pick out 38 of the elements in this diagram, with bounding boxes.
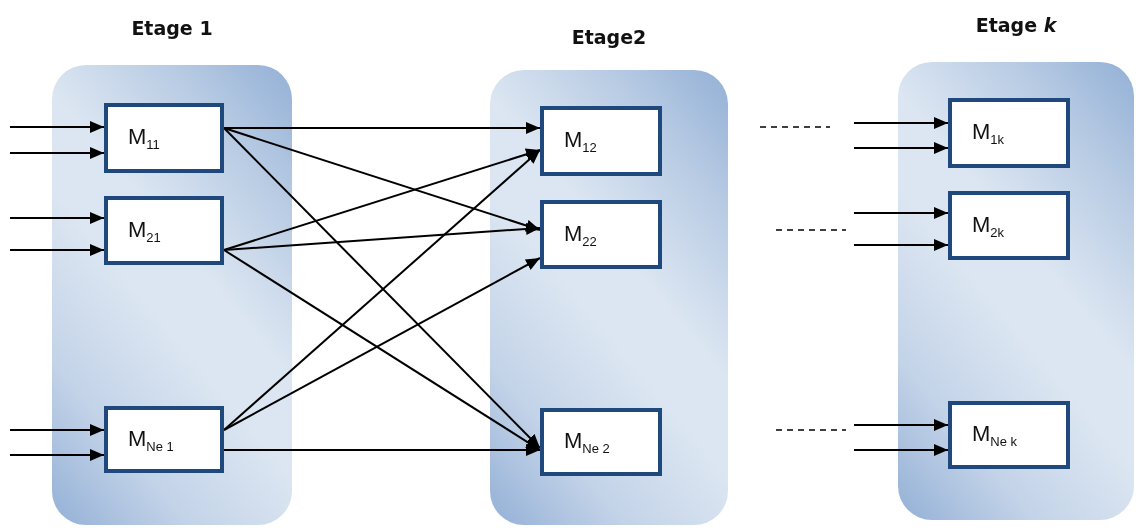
arrow — [853, 444, 949, 456]
module-box — [540, 408, 662, 476]
arrow — [9, 147, 105, 159]
arrow — [9, 449, 105, 461]
arrow — [9, 121, 105, 133]
module-box — [948, 98, 1070, 168]
module-box — [948, 401, 1070, 469]
arrow — [9, 244, 105, 256]
arrow — [9, 212, 105, 224]
module-label: M$_{Ne 2}$ — [564, 428, 610, 456]
arrow — [223, 148, 541, 251]
arrow — [223, 444, 541, 456]
arrow — [223, 122, 541, 134]
arrow — [853, 142, 949, 154]
module-label: M$_{2k}$ — [972, 211, 1005, 240]
arrow — [853, 419, 949, 431]
module-box — [104, 103, 224, 173]
module-label: M$_{11}$ — [128, 124, 160, 152]
module-label: M$_{1k}$ — [972, 119, 1005, 147]
stage-heading: Etage k — [974, 14, 1058, 36]
module-label: M$_{21}$ — [128, 216, 161, 245]
stage-heading: Etage 1 — [130, 17, 214, 39]
module-label: M$_{Ne 1}$ — [128, 425, 174, 454]
module-box — [540, 200, 662, 269]
module-box — [104, 196, 224, 265]
module-box — [540, 106, 662, 176]
arrow — [9, 424, 105, 436]
module-box — [948, 191, 1070, 260]
arrow — [223, 223, 541, 251]
arrow — [223, 127, 541, 232]
module-label: M$_{12}$ — [564, 127, 597, 155]
arrow — [853, 239, 949, 251]
arrow — [853, 117, 949, 129]
module-label: M$_{Ne k}$ — [972, 421, 1018, 449]
module-label: M$_{22}$ — [564, 220, 597, 249]
stage-heading: Etage2 — [570, 26, 648, 48]
arrow — [853, 207, 949, 219]
module-box — [104, 406, 224, 473]
